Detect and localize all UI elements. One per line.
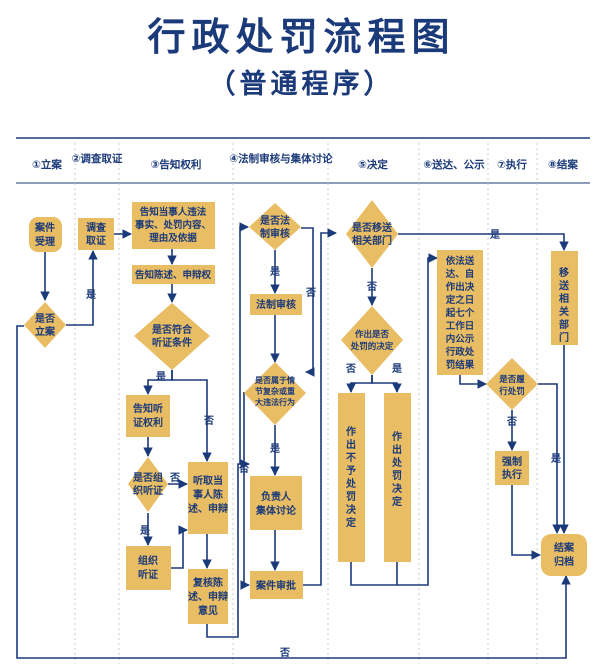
node-penalty: 作出处罚决定 (384, 393, 411, 562)
label-yes-legal: 是 (269, 266, 280, 278)
svg-text:案件受理: 案件受理 (34, 221, 55, 248)
connectors (16, 222, 571, 659)
node-no-penalty: 作出不予处罚决定 (338, 393, 365, 562)
node-case-accept: 案件受理 (29, 217, 62, 252)
label-no-complex: 否 (238, 463, 249, 475)
node-enforce: 强制执行 (495, 451, 529, 485)
edge-labels: 是 是 否 否 是 是 否 是 否 是 否 否 是 否 是 否 (85, 229, 561, 659)
label-yes-file: 是 (85, 289, 96, 301)
node-listen: 听取当事人陈述、申辩 (188, 462, 228, 534)
svg-text:调查取证: 调查取证 (86, 221, 107, 247)
label-no-transfer: 否 (366, 281, 377, 293)
svg-text:作出不予处罚决定: 作出不予处罚决定 (345, 425, 357, 529)
diagram-subtitle: （普通程序） (208, 69, 395, 100)
svg-text:④法制审核与集体讨论: ④法制审核与集体讨论 (229, 152, 333, 165)
svg-text:依法送达、自作出决定之日起七个工作日内公示行政处罚结果: 依法送达、自作出决定之日起七个工作日内公示行政处罚结果 (445, 255, 475, 371)
node-notify-facts: 告知当事人违法事实、处罚内容、理由及依据 (132, 202, 215, 249)
stage-1-header: ①立案 (32, 158, 62, 171)
svg-text:是否法制审核: 是否法制审核 (259, 214, 290, 240)
node-transfer: 移送相关部门 (551, 251, 578, 345)
svg-text:法制审核: 法制审核 (256, 298, 296, 311)
node-legal-review: 法制审核 (250, 294, 302, 315)
stage-2-header: ②调查取证 (72, 152, 123, 165)
stage-7-header: ⑦执行 (497, 158, 527, 171)
svg-text:是否履行处罚: 是否履行处罚 (498, 374, 525, 397)
svg-text:是否立案: 是否立案 (34, 313, 56, 338)
svg-text:是否移送相关部门: 是否移送相关部门 (351, 221, 393, 247)
label-yes-hearing-cond: 是 (155, 371, 166, 383)
label-yes-perform: 是 (550, 453, 561, 465)
node-notify-defense: 告知陈述、申辩权 (132, 265, 215, 284)
node-organize-hearing: 是否组织听证 (128, 457, 168, 512)
node-org-hearing: 组织听证 (126, 546, 171, 590)
label-yes-transfer: 是 (489, 229, 500, 241)
label-no-perform: 否 (506, 416, 517, 428)
label-no-legal: 否 (305, 287, 316, 299)
svg-text:告知当事人违法事实、处罚内容、理由及依据: 告知当事人违法事实、处罚内容、理由及依据 (135, 206, 211, 244)
svg-text:作出处罚决定: 作出处罚决定 (391, 430, 403, 508)
stage-5-header: ⑤决定 (358, 158, 388, 171)
label-yes-penalty-q: 是 (391, 363, 402, 375)
svg-text:告知陈述、申辩权: 告知陈述、申辩权 (135, 269, 212, 281)
svg-text:听取当事人陈述、申辩: 听取当事人陈述、申辩 (188, 474, 228, 515)
label-no-penalty-q: 否 (345, 363, 356, 375)
stage-headers: ①立案 ②调查取证 ③告知权利 ④法制审核与集体讨论 ⑤决定 ⑥送达、公示 ⑦执… (32, 152, 578, 171)
stage-4-header: ④法制审核与集体讨论 (229, 152, 333, 165)
svg-text:强制执行: 强制执行 (502, 455, 522, 481)
node-notify-hearing: 告知听证权利 (126, 395, 170, 437)
diagram-title: 行政处罚流程图 (147, 15, 456, 59)
stage-8-header: ⑧结案 (548, 158, 578, 171)
svg-text:是否符合听证条件: 是否符合听证条件 (151, 323, 193, 349)
node-investigate: 调查取证 (78, 218, 114, 250)
svg-text:组织听证: 组织听证 (138, 554, 158, 581)
label-no-hearing-cond: 否 (203, 415, 214, 427)
node-complex-case: 是否属于情节复杂或重大违法行为 (244, 362, 306, 425)
stage-3-header: ③告知权利 (151, 158, 202, 171)
svg-text:是否组织听证: 是否组织听证 (132, 471, 163, 497)
svg-text:结案归档: 结案归档 (554, 541, 575, 568)
svg-text:复核陈述、申辩意见: 复核陈述、申辩意见 (188, 576, 228, 617)
svg-text:告知听证权利: 告知听证权利 (133, 402, 163, 429)
node-penalty-q: 作出是否处罚的决定 (341, 306, 403, 375)
svg-text:②调查取证: ②调查取证 (72, 152, 123, 165)
node-collective: 负责人集体讨论 (250, 476, 302, 530)
node-approve: 案件审批 (250, 571, 303, 599)
label-no-organize: 否 (169, 472, 180, 484)
svg-text:作出是否处罚的决定: 作出是否处罚的决定 (350, 329, 394, 352)
node-deliver: 依法送达、自作出决定之日起七个工作日内公示行政处罚结果 (437, 250, 483, 375)
label-yes-complex: 是 (269, 443, 280, 455)
node-perform-q: 是否履行处罚 (486, 358, 538, 410)
svg-text:负责人集体讨论: 负责人集体讨论 (255, 490, 297, 517)
svg-text:案件审批: 案件审批 (255, 579, 296, 592)
node-close: 结案归档 (541, 534, 587, 576)
label-no-file: 否 (279, 647, 290, 659)
node-need-legal: 是否法制审核 (249, 203, 301, 250)
label-yes-organize: 是 (139, 525, 150, 537)
node-transfer-q: 是否移送相关部门 (346, 200, 398, 268)
stage-6-header: ⑥送达、公示 (423, 158, 485, 171)
node-is-file: 是否立案 (24, 302, 66, 348)
node-hearing-cond: 是否符合听证条件 (134, 303, 210, 370)
svg-text:移送相关部门: 移送相关部门 (558, 266, 570, 344)
node-review-opinion: 复核陈述、申辩意见 (188, 569, 228, 624)
svg-text:是否属于情节复杂或重大违法行为: 是否属于情节复杂或重大违法行为 (254, 375, 295, 407)
